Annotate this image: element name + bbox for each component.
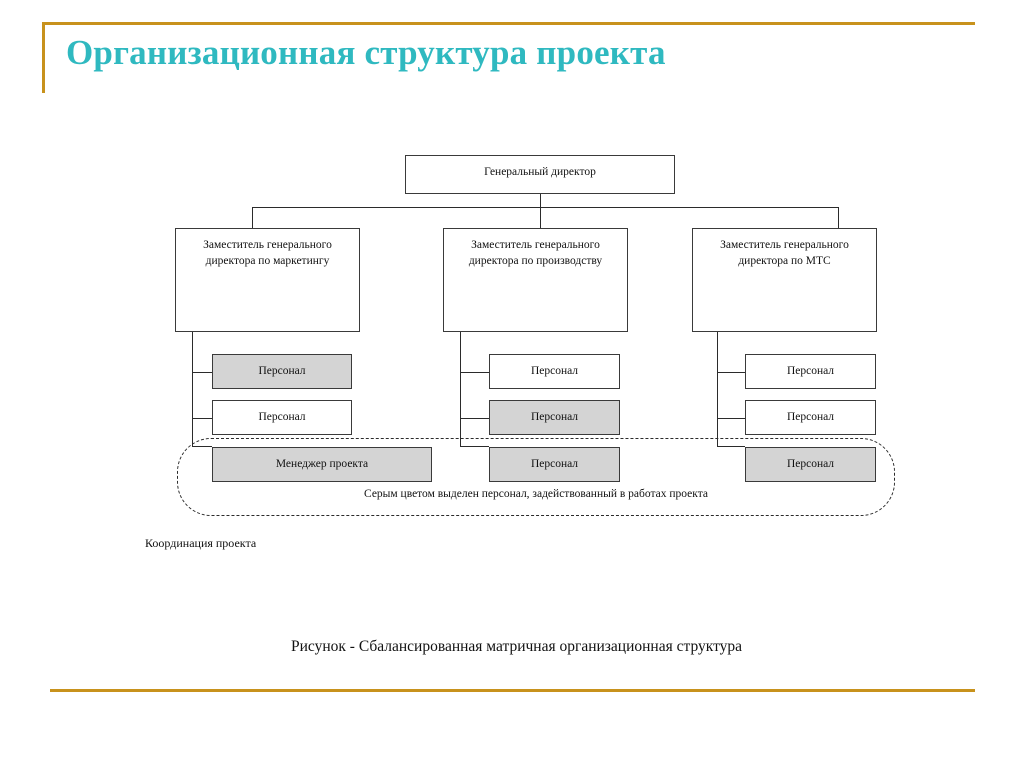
org-node-col1-child-3-label: Менеджер проекта bbox=[275, 457, 369, 470]
org-node-col3-child-1[interactable]: Персонал bbox=[745, 354, 876, 389]
legend-note: Серым цветом выделен персонал, задейство… bbox=[364, 488, 708, 500]
org-node-branch-production[interactable]: Заместитель генерального директора по пр… bbox=[443, 228, 628, 332]
org-node-branch-mts[interactable]: Заместитель генерального директора по МТ… bbox=[692, 228, 877, 332]
connector-branch-drop-1 bbox=[252, 207, 253, 228]
org-node-col2-child-3[interactable]: Персонал bbox=[489, 447, 620, 482]
connector-stub-col2-2 bbox=[460, 418, 489, 419]
connector-spine-col2 bbox=[460, 332, 461, 446]
figure-caption: Рисунок - Сбалансированная матричная орг… bbox=[291, 638, 743, 655]
org-node-col2-child-1-label: Персонал bbox=[530, 364, 579, 377]
connector-branch-drop-3 bbox=[838, 207, 839, 228]
connector-stub-col2-1 bbox=[460, 372, 489, 373]
coordination-envelope bbox=[177, 438, 895, 516]
org-node-col2-child-3-label: Персонал bbox=[530, 457, 579, 470]
org-node-col1-child-2[interactable]: Персонал bbox=[212, 400, 352, 435]
connector-spine-col3 bbox=[717, 332, 718, 446]
org-node-branch-production-label: Заместитель генерального директора по пр… bbox=[468, 239, 603, 267]
org-node-col3-child-3[interactable]: Персонал bbox=[745, 447, 876, 482]
connector-root-bus bbox=[252, 207, 838, 208]
connector-stub-col3-2 bbox=[717, 418, 745, 419]
footer-accent-rule bbox=[50, 689, 975, 692]
org-node-col1-child-3[interactable]: Менеджер проекта bbox=[212, 447, 432, 482]
org-node-root[interactable]: Генеральный директор bbox=[405, 155, 675, 194]
connector-stub-col1-2 bbox=[192, 418, 212, 419]
connector-stub-col3-3 bbox=[717, 446, 745, 447]
coordination-label: Координация проекта bbox=[145, 536, 257, 550]
connector-stub-col3-1 bbox=[717, 372, 745, 373]
org-node-branch-marketing-label: Заместитель генерального директора по ма… bbox=[203, 239, 332, 267]
org-node-col1-child-1[interactable]: Персонал bbox=[212, 354, 352, 389]
header-accent-rule-top bbox=[42, 22, 975, 25]
connector-root-drop bbox=[540, 194, 541, 208]
header-accent-rule-left bbox=[42, 22, 45, 93]
connector-stub-col2-3 bbox=[460, 446, 489, 447]
page-title: Организационная структура проекта bbox=[66, 33, 666, 72]
org-node-col2-child-2-label: Персонал bbox=[530, 410, 579, 423]
connector-spine-col1 bbox=[192, 332, 193, 446]
connector-stub-col1-1 bbox=[192, 372, 212, 373]
org-node-col3-child-3-label: Персонал bbox=[786, 457, 835, 470]
org-node-col3-child-2-label: Персонал bbox=[786, 410, 835, 423]
org-node-col3-child-2[interactable]: Персонал bbox=[745, 400, 876, 435]
org-node-col2-child-1[interactable]: Персонал bbox=[489, 354, 620, 389]
org-node-branch-marketing[interactable]: Заместитель генерального директора по ма… bbox=[175, 228, 360, 332]
org-node-col2-child-2[interactable]: Персонал bbox=[489, 400, 620, 435]
org-node-col1-child-1-label: Персонал bbox=[258, 364, 306, 377]
org-node-root-label: Генеральный директор bbox=[484, 166, 596, 178]
org-node-branch-mts-label: Заместитель генерального директора по МТ… bbox=[720, 239, 849, 267]
org-node-col3-child-1-label: Персонал bbox=[786, 364, 835, 377]
connector-branch-drop-2 bbox=[540, 207, 541, 228]
org-node-col1-child-2-label: Персонал bbox=[258, 410, 306, 423]
